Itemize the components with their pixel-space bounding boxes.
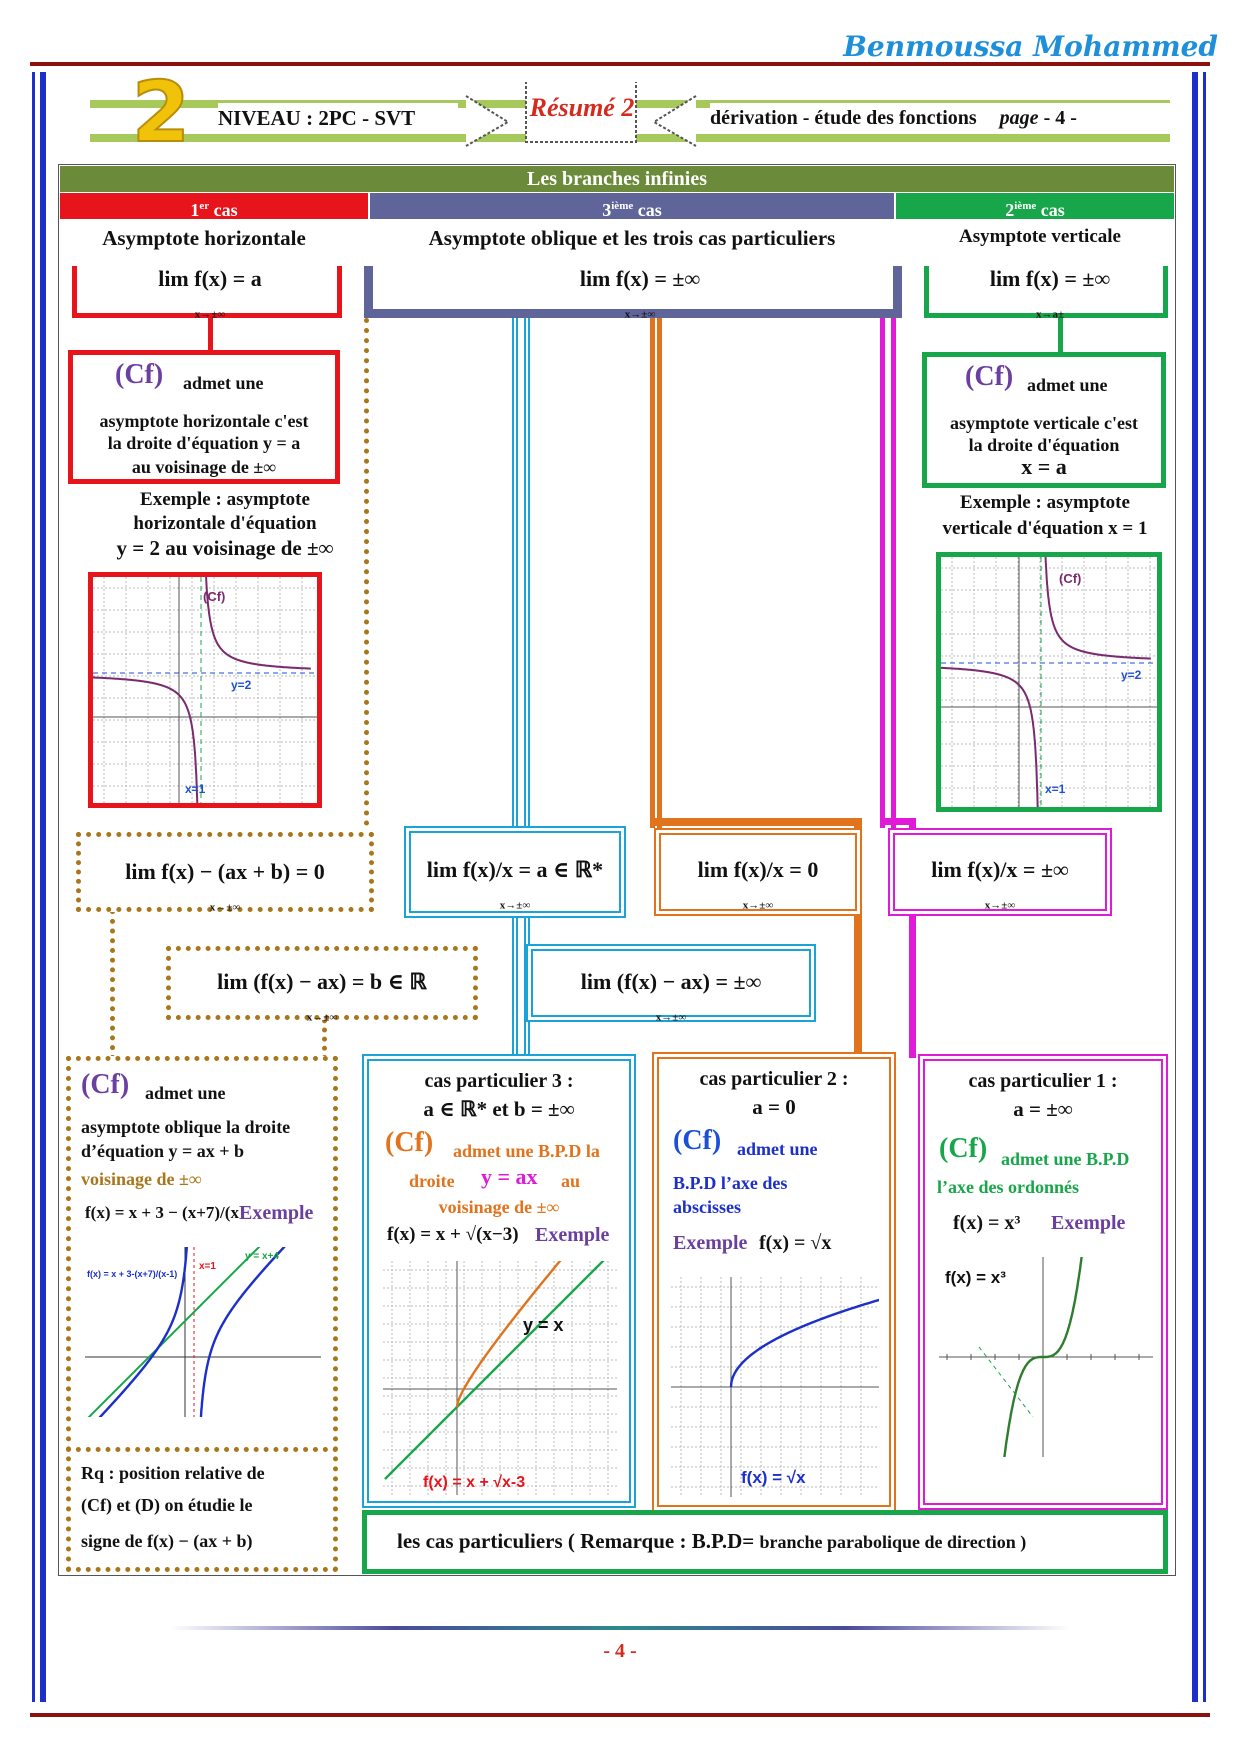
curve-right — [198, 1226, 304, 1437]
title-bar: Les branches infinies — [60, 166, 1174, 192]
col-title-horizontal: Asymptote horizontale — [102, 226, 306, 250]
curve-label: f(x) = x + √x-3 — [423, 1474, 525, 1491]
asymptote-label: x=1 — [185, 782, 206, 796]
bottom-note-main: les cas particuliers ( Remarque : B.P.D= — [397, 1529, 755, 1553]
connector-magenta — [880, 318, 896, 828]
particular1-graph: f(x) = x³ — [939, 1238, 1153, 1476]
level-digit-logo: 2 — [131, 63, 191, 161]
header: 2 NIVEAU : 2PC - SVT Résumé 2 dérivation… — [90, 69, 1170, 155]
bracket-vertical — [924, 266, 1168, 318]
curve-left — [931, 666, 1039, 821]
curve-right — [204, 562, 311, 670]
horizontal-example: Exemple : asymptote horizontale d'équati… — [116, 489, 334, 560]
curve — [729, 1295, 892, 1388]
asymptote-label: x=1 — [1045, 782, 1066, 796]
cf-label: (Cf) — [939, 1133, 988, 1164]
case-2-header: 2ième cas — [896, 193, 1174, 220]
limit-ratio-inf-box: lim f(x)/x = ±∞x→±∞ — [888, 828, 1112, 916]
connector-oblique-brown — [364, 318, 369, 826]
particular3-graph: y = x f(x) = x + √x-3 — [383, 1240, 620, 1495]
curve — [455, 1240, 578, 1408]
oblique-graph-svg: f(x) = x + 3-(x+7)/(x-1) y = x+4 x=1 — [76, 1226, 321, 1438]
limit-oblique: lim f(x) = ±∞x→±∞ — [579, 266, 701, 321]
curve — [1000, 1238, 1086, 1476]
horizontal-asymptote-graph: (Cf) y=2 x=1 — [88, 562, 322, 820]
left-border — [32, 72, 46, 1702]
line-y-equals-x — [384, 1244, 620, 1480]
asymptote-label: x=1 — [199, 1261, 216, 1272]
cf-label: (Cf) — [115, 359, 164, 390]
page-word: page — [999, 107, 1039, 129]
bottom-note-definition: branche parabolique de direction ) — [759, 1532, 1027, 1552]
connector-blue — [512, 318, 530, 828]
particular-case-3-box: cas particulier 3 : a ∈ ℝ* et b = ±∞ (Cf… — [362, 1054, 636, 1508]
oblique-asymptote-box: (Cf) admet une asymptote oblique la droi… — [66, 1056, 338, 1572]
cf-label: (Cf) — [385, 1127, 434, 1158]
bracket-horizontal — [72, 266, 342, 318]
remark-line-3: signe de f(x) − (ax + b) — [81, 1531, 253, 1551]
vertical-graph-svg: (Cf) y=2 x=1 — [931, 540, 1157, 821]
oblique-graph: f(x) = x + 3-(x+7)/(x-1) y = x+4 x=1 — [76, 1226, 321, 1438]
right-border — [1192, 72, 1206, 1702]
asymptote-label: y=2 — [231, 678, 252, 692]
particular2-graph-svg: f(x) = √x — [671, 1277, 892, 1497]
tangent-hint — [978, 1346, 1034, 1418]
particular-case-2-box: cas particulier 2 : a = 0 (Cf) admet une… — [652, 1052, 896, 1512]
col-title-vertical: Asymptote verticale — [959, 226, 1121, 247]
asymptote-label: y = x+4 — [245, 1251, 279, 1262]
page-frame — [30, 62, 1210, 1717]
col-title-oblique: Asymptote oblique et les trois cas parti… — [428, 226, 836, 250]
horizontal-asymptote-box: (Cf) admet une asymptote horizontale c'e… — [68, 350, 340, 484]
level-label: NIVEAU : 2PC - SVT — [218, 103, 458, 133]
remark-line-1: Rq : position relative de — [81, 1463, 265, 1483]
vertical-example: Exemple : asymptote verticale d'équation… — [942, 492, 1148, 539]
curve-label: f(x) = x³ — [945, 1268, 1006, 1287]
limit-ratio-a-box: lim f(x)/x = a ∈ ℝ*x→±∞ — [404, 826, 626, 918]
content-frame — [58, 164, 1176, 1576]
subject-label: dérivation - étude des fonctions — [710, 107, 977, 129]
bracket-oblique — [364, 266, 902, 318]
author-name: Benmoussa Mohammed — [843, 30, 1218, 63]
oblique-asymptote-line — [76, 1226, 280, 1430]
particular-case-1-box: cas particulier 1 : a = ±∞ (Cf) admet un… — [918, 1054, 1168, 1510]
cf-label: (Cf) — [965, 361, 1014, 392]
horizontal-graph-svg: (Cf) y=2 x=1 — [91, 562, 317, 820]
limit-b-inf-box: lim (f(x) − ax) = ±∞x→±∞ — [526, 944, 816, 1023]
asymptote-label: y=2 — [1121, 668, 1142, 682]
curve-label: f(x) = √x — [741, 1468, 806, 1487]
vertical-asymptote-graph: (Cf) y=2 x=1 — [931, 540, 1162, 821]
case-1-header: 1er cas — [60, 193, 368, 220]
limit-vertical: lim f(x) = ±∞x→a± — [989, 266, 1111, 321]
curve-left — [91, 676, 199, 820]
curve-right — [1044, 540, 1151, 660]
curve-label: (Cf) — [203, 589, 225, 604]
footer-rule — [170, 1626, 1070, 1630]
subject-header: dérivation - étude des fonctions page - … — [710, 103, 1170, 133]
cf-label: (Cf) — [81, 1069, 130, 1100]
connector-orange — [650, 318, 662, 828]
remark-line-2: (Cf) et (D) on étudie le — [81, 1495, 253, 1515]
curve-label: (Cf) — [1059, 571, 1081, 586]
line-label: y = x — [523, 1315, 564, 1335]
particular3-graph-svg: y = x f(x) = x + √x-3 — [383, 1240, 620, 1495]
particular1-graph-svg: f(x) = x³ — [939, 1238, 1153, 1476]
resume-badge: Résumé 2 — [529, 93, 635, 122]
bottom-note-box: les cas particuliers ( Remarque : B.P.D=… — [362, 1510, 1168, 1574]
page-number: - 4 - — [1043, 107, 1077, 129]
case-3-header: 3ième cas — [370, 193, 894, 220]
footer-page-number: - 4 - — [603, 1640, 637, 1662]
vertical-asymptote-box: (Cf) admet une asymptote verticale c'est… — [922, 352, 1166, 488]
header-arrows — [465, 82, 697, 147]
curve-label: f(x) = x + 3-(x+7)/(x-1) — [87, 1269, 177, 1279]
particular2-graph: f(x) = √x — [671, 1277, 892, 1497]
cf-label: (Cf) — [673, 1125, 722, 1156]
